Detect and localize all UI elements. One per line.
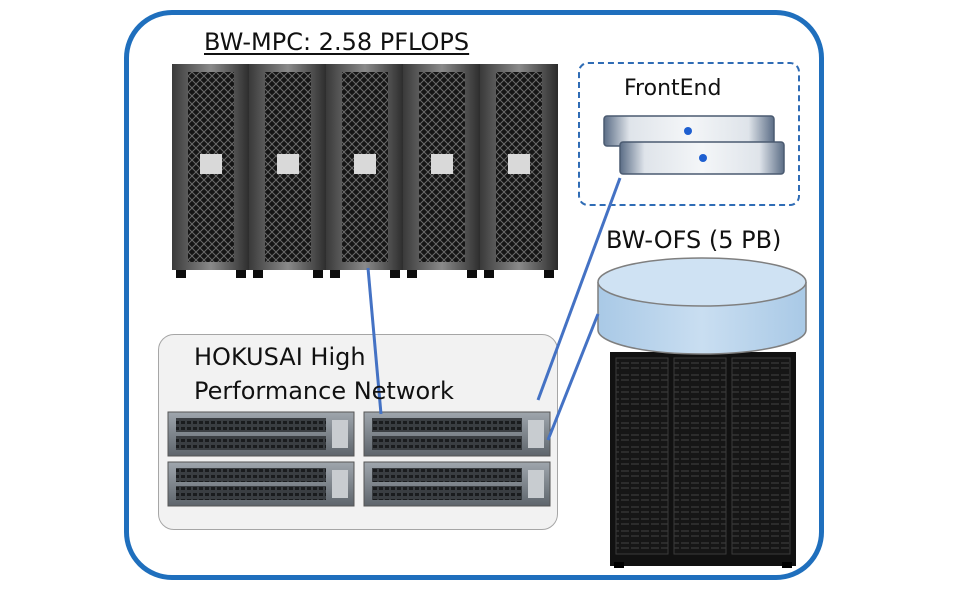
storage-title: BW-OFS (5 PB) bbox=[606, 226, 782, 254]
mpc-rack-group bbox=[172, 64, 558, 278]
network-title-line1: HOKUSAI High bbox=[194, 343, 366, 371]
switch-4 bbox=[363, 461, 551, 507]
mpc-rack-2 bbox=[249, 64, 327, 270]
frontend-title: FrontEnd bbox=[624, 76, 722, 101]
mpc-title: BW-MPC: 2.58 PFLOPS bbox=[204, 28, 470, 56]
link-mpc-to-network bbox=[366, 267, 383, 415]
switch-3 bbox=[167, 461, 355, 507]
system-boundary bbox=[124, 10, 824, 580]
switch-2 bbox=[363, 411, 551, 457]
storage-rack bbox=[610, 352, 796, 568]
mpc-rack-5 bbox=[480, 64, 558, 270]
mpc-rack-1 bbox=[172, 64, 250, 270]
mpc-rack-3 bbox=[326, 64, 404, 270]
network-title-line2: Performance Network bbox=[194, 377, 454, 405]
network-title: HOKUSAI High Performance Network bbox=[194, 340, 454, 408]
mpc-rack-feet bbox=[176, 270, 554, 278]
frontend-servers bbox=[603, 115, 785, 175]
mpc-rack-4 bbox=[403, 64, 481, 270]
storage-disk-icon bbox=[597, 257, 807, 355]
link-frontend-to-network bbox=[536, 177, 622, 401]
network-switches bbox=[167, 411, 551, 507]
connection-links bbox=[366, 177, 622, 441]
frontend-server-2 bbox=[619, 141, 785, 175]
frontend-group bbox=[578, 62, 800, 206]
switch-1 bbox=[167, 411, 355, 457]
link-storage-to-network bbox=[546, 313, 600, 441]
